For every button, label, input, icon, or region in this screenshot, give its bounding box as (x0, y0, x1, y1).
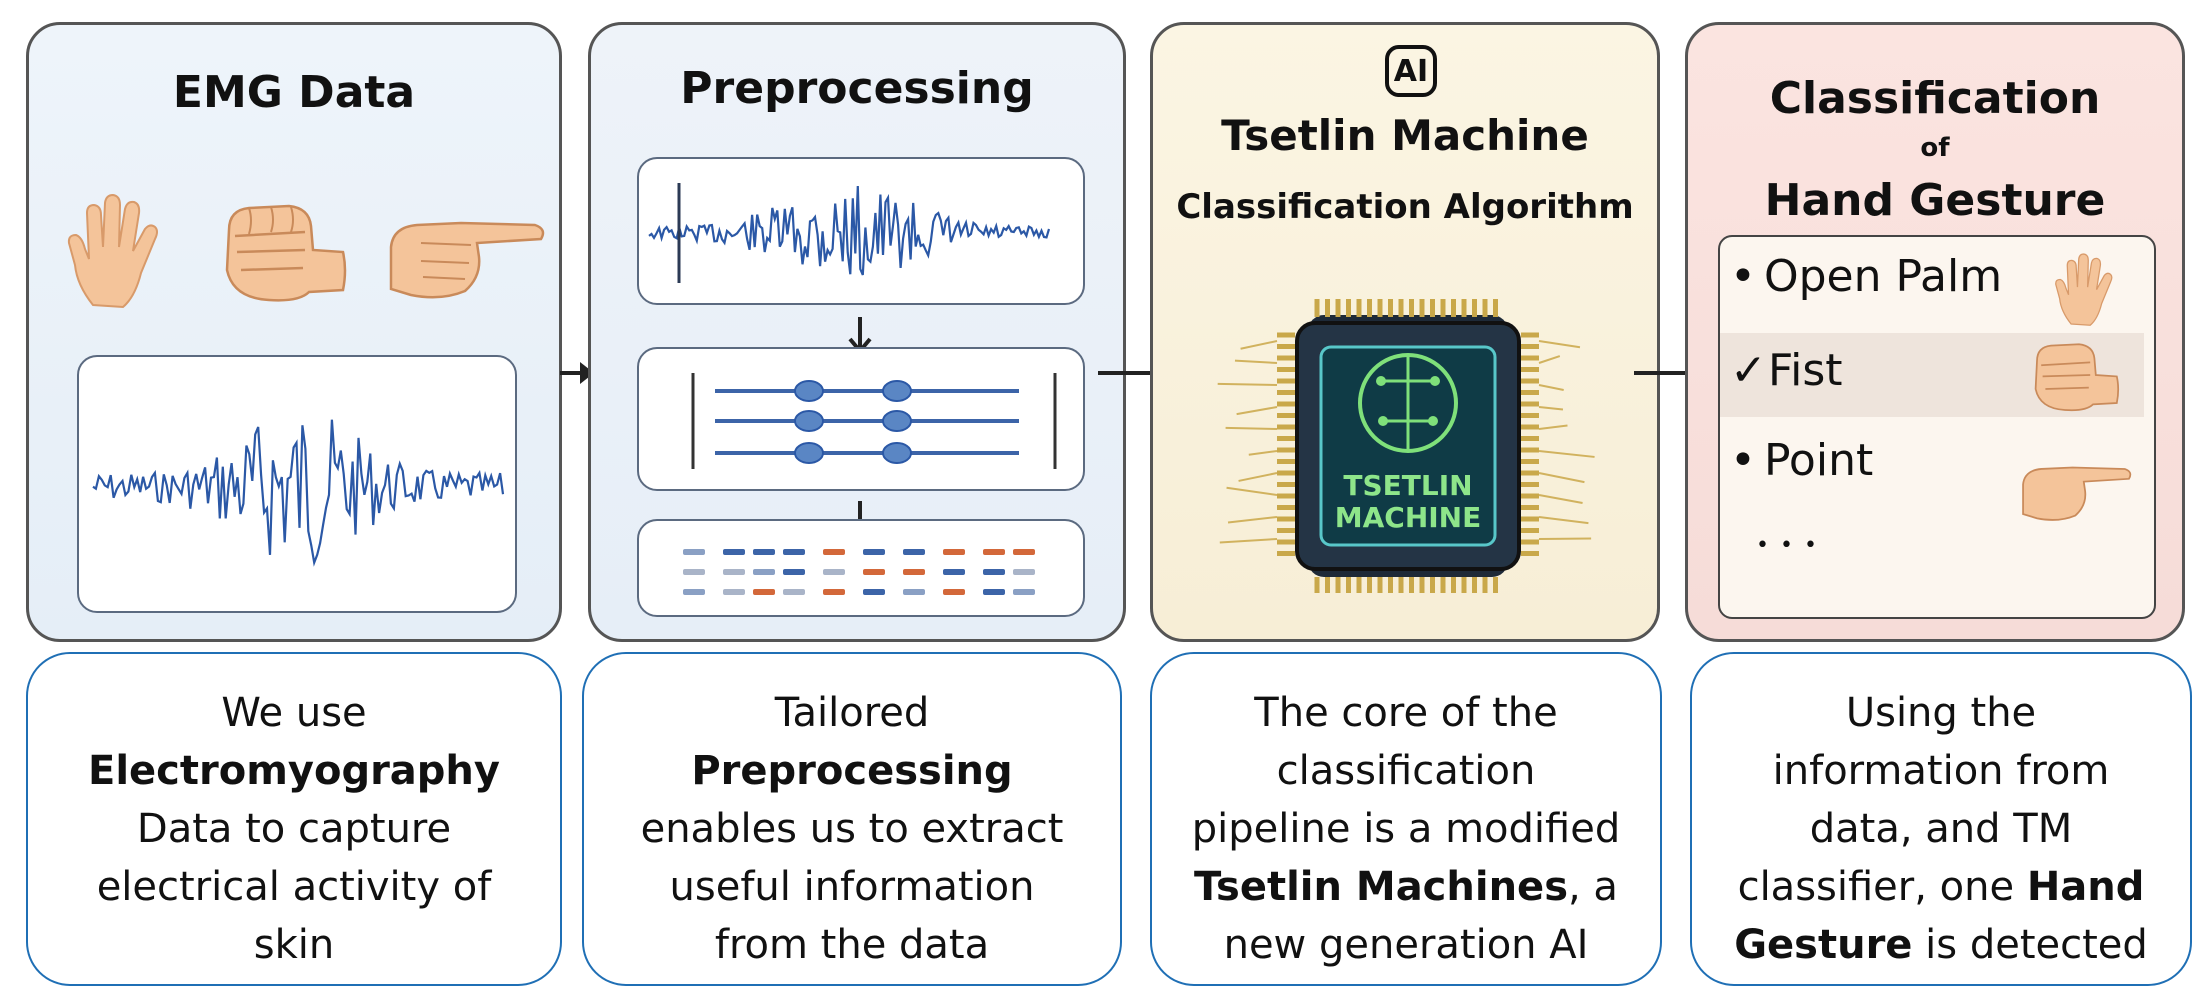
feature-cell (903, 589, 925, 595)
feature-cell (683, 589, 705, 595)
classification-title-line1: Classification (1769, 73, 2101, 124)
feature-cell (983, 589, 1005, 595)
raw-signal-box (637, 157, 1085, 305)
feature-cell (723, 569, 745, 575)
feature-cell (683, 569, 705, 575)
fist-icon (225, 204, 347, 302)
emg-trace (92, 419, 505, 567)
gesture-item-open-palm: •Open Palm (1730, 251, 2140, 326)
circuit-trace (1227, 516, 1278, 524)
chip-label-line2: MACHINE (1335, 501, 1482, 534)
features-box (637, 519, 1085, 617)
circuit-trace (1538, 472, 1585, 484)
feature-cell (753, 549, 775, 555)
circuit-trace (1240, 340, 1278, 350)
feature-cell (1013, 549, 1035, 555)
gesture-item-point: •Point (1730, 435, 2140, 521)
feature-cell (783, 569, 805, 575)
gesture-bullet: • (1730, 251, 1756, 302)
emg-signal-box (77, 355, 517, 613)
filter-bank-graphic (691, 373, 1057, 469)
feature-cell (753, 569, 775, 575)
raw-trace (648, 185, 1051, 276)
tsetlin-machine-title: Tsetlin Machine (1221, 111, 1589, 160)
feature-cell (903, 569, 925, 575)
ai-badge: AI (1385, 45, 1437, 97)
flow-arrow-1 (560, 362, 594, 384)
emg-signal-waveform (92, 419, 505, 567)
circuit-trace (1538, 355, 1561, 364)
feature-cell (863, 549, 885, 555)
circuit-trace (1538, 537, 1592, 540)
feature-matrix-graphic (683, 549, 1035, 595)
chip-label-line1: TSETLIN (1343, 469, 1472, 502)
feature-cell (983, 549, 1005, 555)
circuit-trace (1217, 382, 1278, 386)
circuit-trace (1234, 359, 1278, 364)
circuit-trace (1226, 486, 1278, 496)
feature-cell (823, 589, 845, 595)
open-palm-icon (2055, 253, 2113, 326)
circuit-trace (1248, 450, 1278, 456)
circuit-trace (1538, 424, 1568, 430)
feature-cell (823, 549, 845, 555)
circuit-trace (1538, 494, 1583, 505)
feature-cell (863, 589, 885, 595)
feature-cell (943, 569, 965, 575)
circuit-trace (1238, 472, 1278, 482)
raw-signal-waveform (648, 183, 1051, 283)
feature-cell (863, 569, 885, 575)
caption-preprocessing: Tailored Preprocessing enables us to ext… (582, 652, 1122, 986)
gesture-more-ellipsis: • • • (1756, 533, 1819, 558)
emg-data-title: EMG Data (172, 67, 416, 118)
feature-cell (783, 589, 805, 595)
feature-cell (783, 549, 805, 555)
preprocessing-panel: Preprocessing (588, 22, 1126, 642)
gesture-item-fist: ✓ Fist (1720, 333, 2144, 417)
feature-cell (983, 569, 1005, 575)
filter-box (637, 347, 1085, 491)
circuit-trace (1219, 538, 1278, 544)
circuit-trace (1538, 516, 1589, 525)
circuit-trace (1538, 384, 1564, 391)
circuit-trace (1236, 406, 1278, 416)
point-icon (2022, 466, 2132, 521)
emg-data-panel: EMG Data (26, 22, 562, 642)
gesture-label: Open Palm (1763, 251, 2003, 302)
tsetlin-machine-subtitle: Classification Algorithm (1176, 187, 1634, 227)
feature-cell (1013, 569, 1035, 575)
selected-check-icon: ✓ (1730, 345, 1767, 396)
circuit-trace (1538, 340, 1581, 349)
feature-cell (823, 569, 845, 575)
gesture-label: Point (1763, 435, 1874, 486)
circuit-trace (1538, 450, 1595, 458)
gesture-label: Fist (1768, 345, 1843, 396)
feature-cell (943, 549, 965, 555)
preprocessing-title: Preprocessing (680, 63, 1034, 114)
circuit-trace (1225, 426, 1278, 430)
feature-cell (753, 589, 775, 595)
feature-cell (943, 589, 965, 595)
classification-title-line2: of (1920, 133, 1950, 163)
open-palm-icon (67, 193, 158, 309)
caption-classification: Using the information from data, and TM … (1690, 652, 2192, 986)
caption-tsetlin: The core of the classification pipeline … (1150, 652, 1662, 986)
classification-panel: Classification of Hand Gesture •Open Pal… (1685, 22, 2185, 642)
circuit-trace (1538, 406, 1564, 411)
point-icon (389, 221, 545, 299)
feature-cell (723, 589, 745, 595)
feature-cell (903, 549, 925, 555)
gesture-list: •Open Palm ✓ Fist •Point • • • (1718, 235, 2156, 619)
tsetlin-chip-icon: TSETLIN MACHINE (1217, 299, 1595, 593)
feature-cell (1013, 589, 1035, 595)
caption-emg: We use Electromyography Data to capture … (26, 652, 562, 986)
classification-title-line3: Hand Gesture (1764, 175, 2106, 226)
feature-cell (683, 549, 705, 555)
fist-icon (2034, 343, 2120, 412)
feature-cell (723, 549, 745, 555)
tsetlin-machine-panel: AI Tsetlin Machine Classification Algori… (1150, 22, 1660, 642)
gesture-bullet: • (1730, 435, 1756, 486)
